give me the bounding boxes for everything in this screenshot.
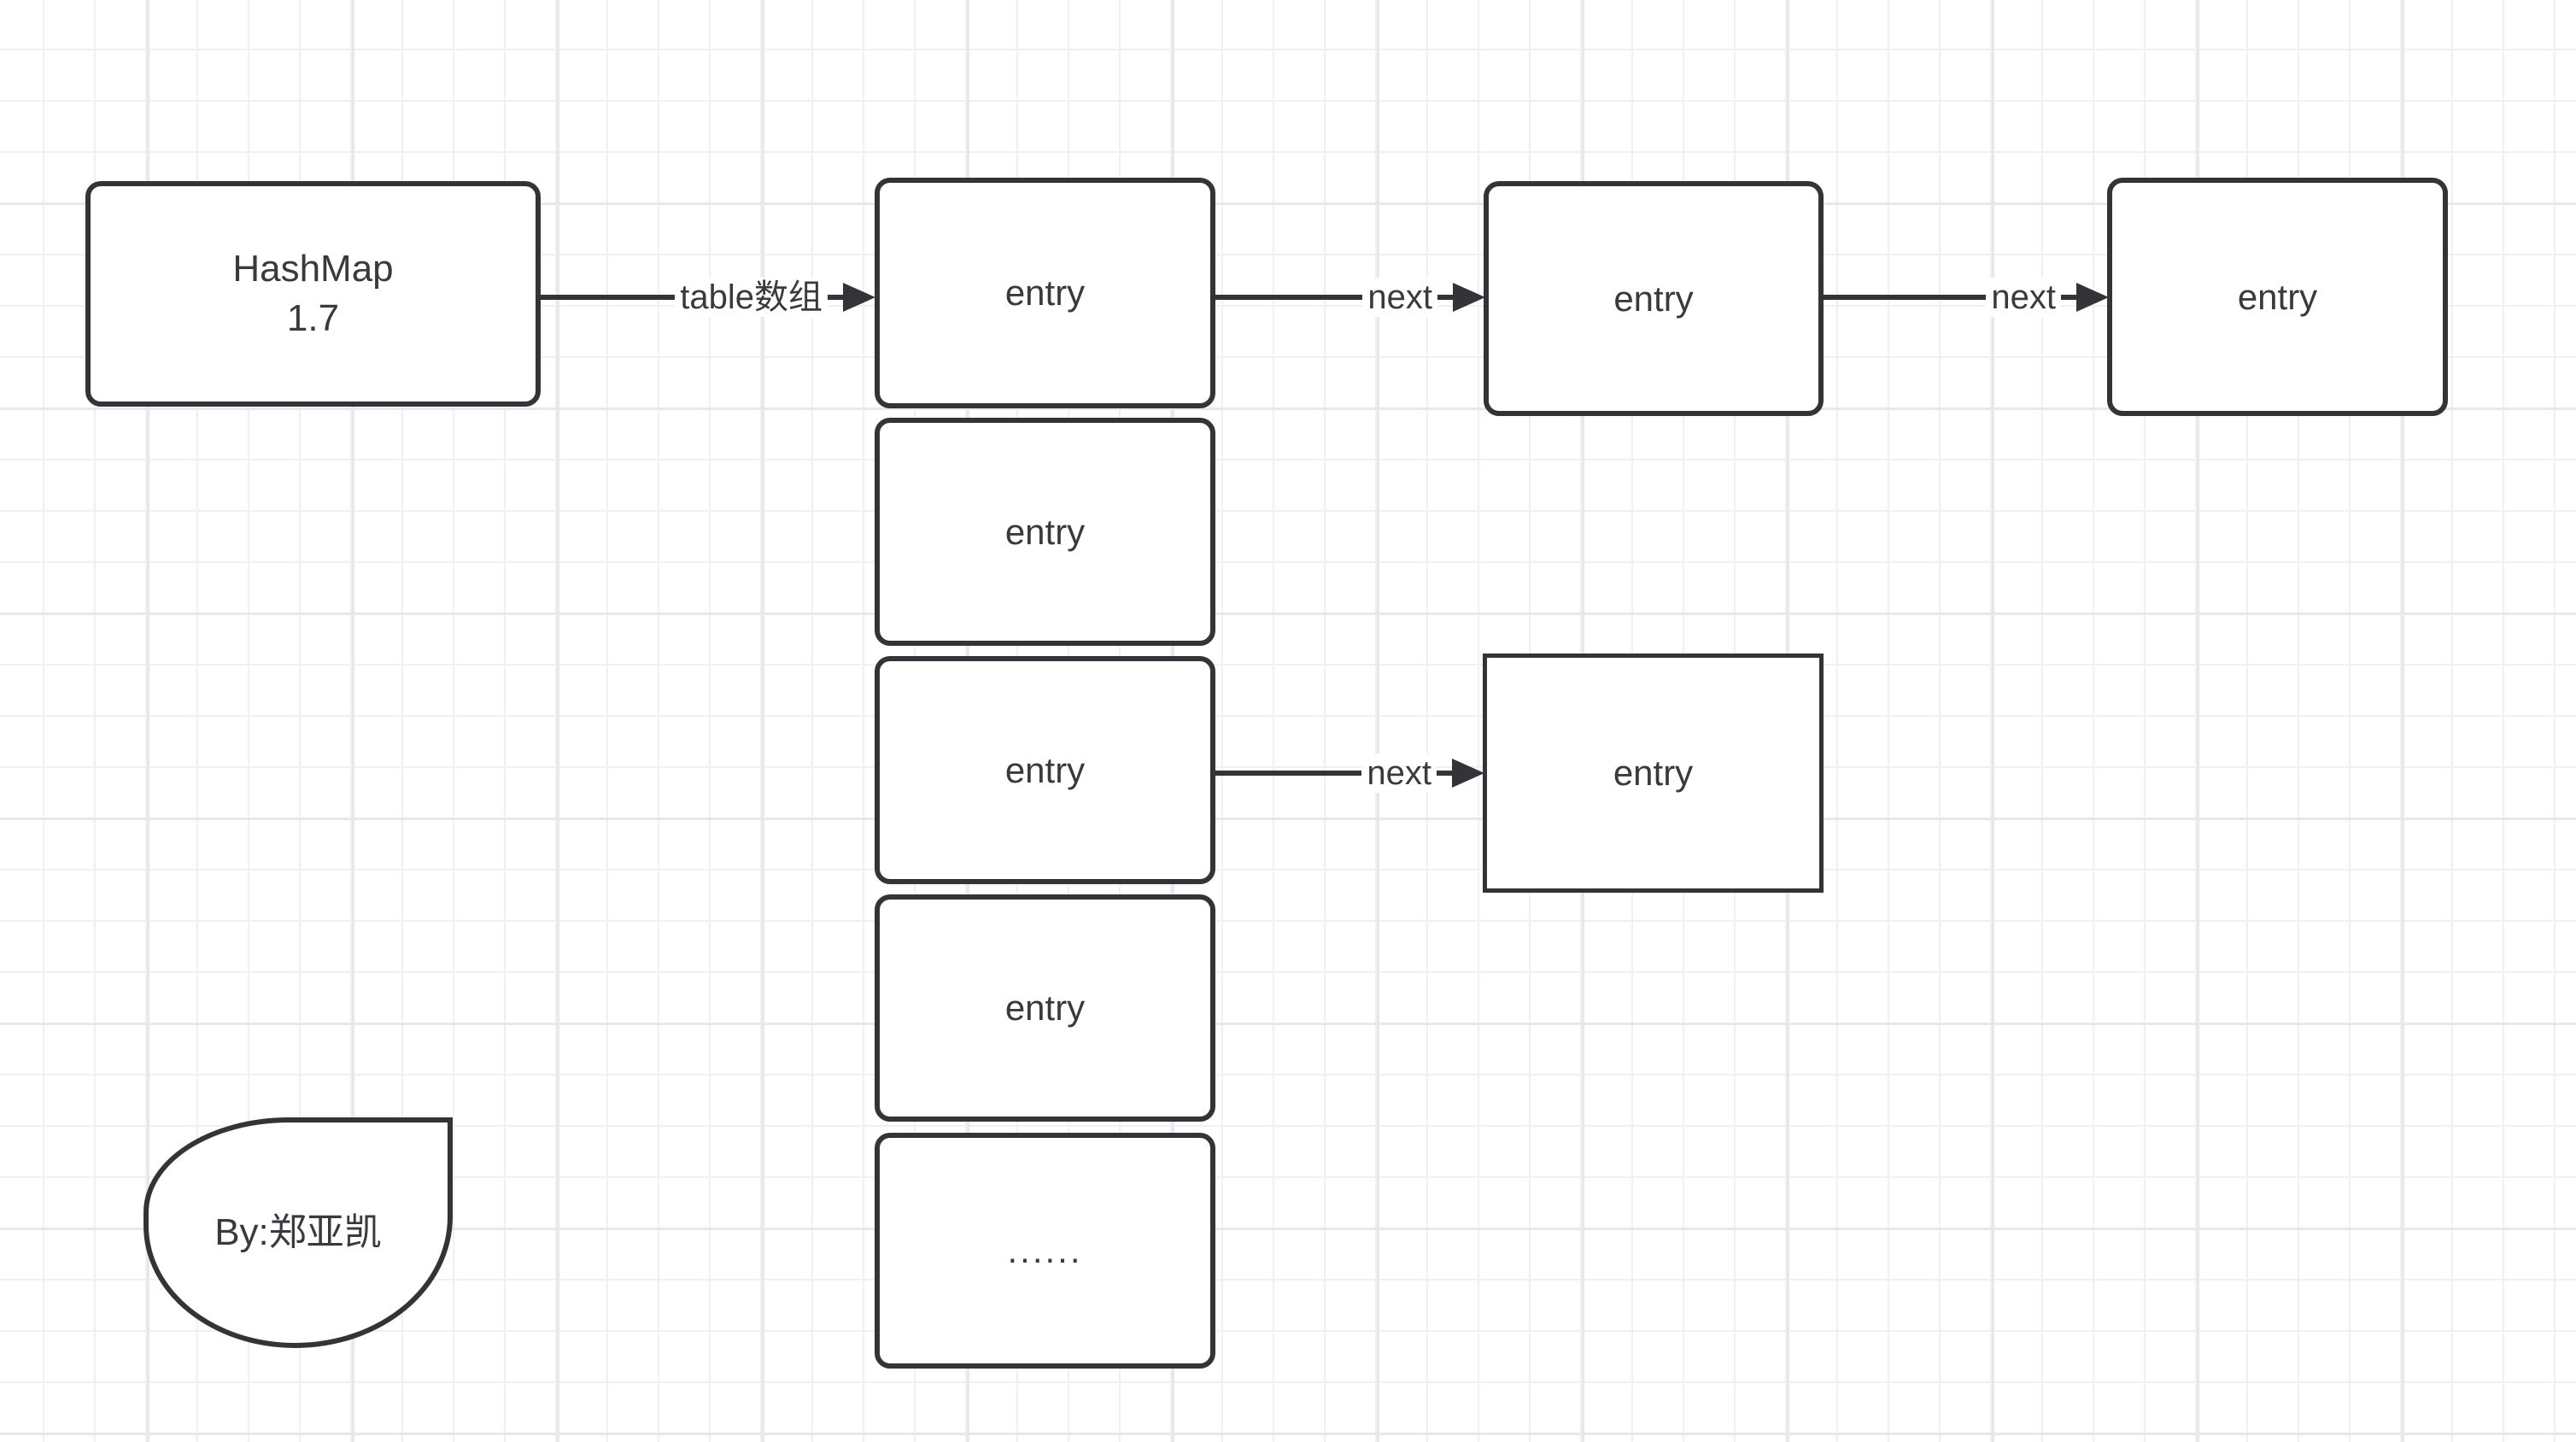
node-bucket-ellipsis-label: ...... [1007,1230,1083,1271]
node-chain-top-entry-1[interactable]: entry [1484,181,1824,416]
node-bucket-entry-2[interactable]: entry [875,656,1215,884]
edge-next-top-1-label: next [1362,278,1437,317]
edge-next-mid[interactable]: next [1214,741,1484,806]
node-hashmap-label: HashMap 1.7 [232,247,394,339]
edge-next-top-2-label: next [1986,278,2061,317]
edge-next-top-1[interactable]: next [1214,265,1485,330]
node-bucket-entry-0-label: entry [1004,273,1086,314]
arrowhead-icon [1453,283,1485,312]
node-hashmap-1-7[interactable]: HashMap 1.7 [85,181,541,407]
node-chain-top-entry-1-label: entry [1613,278,1694,319]
edge-next-mid-label: next [1361,753,1437,793]
node-bucket-entry-1-label: entry [1004,511,1086,552]
edge-table-array-label: table数组 [675,278,828,317]
edge-line [1214,771,1362,776]
node-bucket-entry-3[interactable]: entry [875,894,1215,1122]
edge-next-top-2[interactable]: next [1822,265,2109,330]
node-chain-top-entry-2[interactable]: entry [2107,178,2448,416]
node-bucket-entry-2-label: entry [1004,749,1086,790]
edge-line [1214,295,1363,300]
node-chain-mid-entry[interactable]: entry [1483,654,1824,893]
node-bucket-entry-1[interactable]: entry [875,418,1215,646]
arrowhead-icon [2076,283,2109,312]
edge-line [1437,771,1452,776]
node-bucket-entry-3-label: entry [1004,988,1086,1029]
arrowhead-icon [843,283,875,312]
node-chain-mid-entry-label: entry [1613,753,1694,794]
edge-table-array[interactable]: table数组 [541,265,875,330]
node-bucket-entry-0[interactable]: entry [875,178,1215,408]
author-badge[interactable]: By:郑亚凯 [143,1117,453,1348]
author-badge-label: By:郑亚凯 [214,1210,382,1253]
edge-line [1437,295,1453,300]
edge-line [1822,295,1987,300]
node-chain-top-entry-2-label: entry [2237,276,2318,317]
edge-line [828,295,843,300]
arrowhead-icon [1452,759,1484,788]
edge-line [541,295,676,300]
node-bucket-ellipsis[interactable]: ...... [875,1133,1215,1369]
edge-line [2061,295,2076,300]
